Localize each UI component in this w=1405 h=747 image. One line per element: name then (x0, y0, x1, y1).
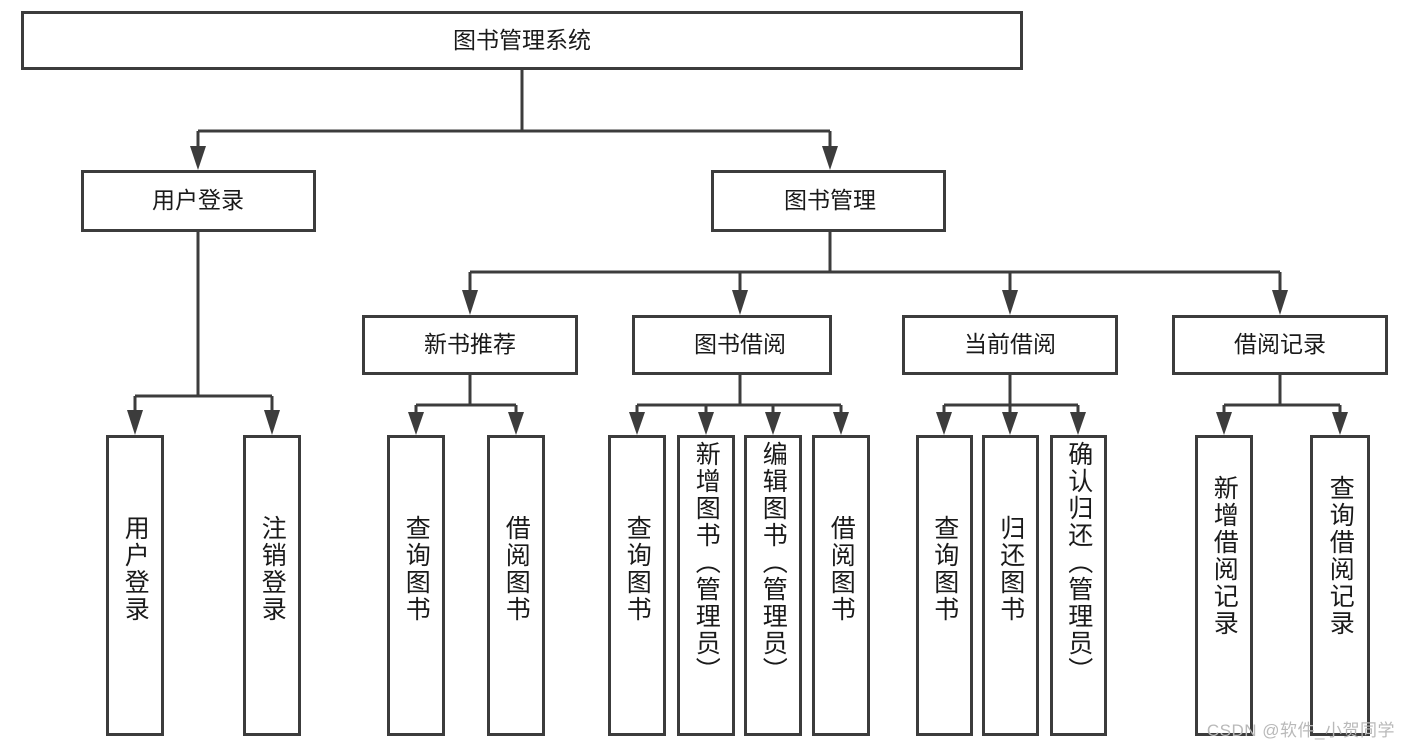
leaf-box-confirm-return[interactable] (1050, 435, 1107, 736)
label-book-management: 图书管理 (784, 187, 876, 213)
connector-userlogin-to-leaves (127, 232, 280, 435)
leaf-box-logout[interactable] (243, 435, 301, 736)
label-new-book-recommend: 新书推荐 (424, 331, 516, 357)
csdn-watermark: CSDN @软件_小贺同学 (1206, 721, 1395, 740)
node-box-current-borrow[interactable] (902, 315, 1118, 375)
leaf-box-borrow-book-2[interactable] (812, 435, 870, 736)
leaf-box-query-book-3[interactable] (916, 435, 973, 736)
leaf-box-query-book-2[interactable] (608, 435, 666, 736)
leaf-box-add-book[interactable] (677, 435, 735, 736)
connector-borrowrecord-to-leaves (1216, 375, 1348, 435)
connector-bookborrow-to-leaves (629, 375, 849, 435)
leaf-box-return-book[interactable] (982, 435, 1039, 736)
leaf-box-query-book-1[interactable] (387, 435, 445, 736)
node-box-user-login[interactable] (81, 170, 316, 232)
label-borrow-record: 借阅记录 (1234, 331, 1326, 357)
connector-currentborrow-to-leaves (936, 375, 1086, 435)
node-box-book-management[interactable] (711, 170, 946, 232)
label-user-login: 用户登录 (152, 187, 244, 213)
leaf-box-user-login[interactable] (106, 435, 164, 736)
leaf-box-borrow-book-1[interactable] (487, 435, 545, 736)
node-box-root[interactable] (21, 11, 1023, 70)
label-root: 图书管理系统 (453, 27, 591, 53)
node-box-book-borrow[interactable] (632, 315, 832, 375)
connector-root-to-level2 (190, 70, 838, 170)
leaf-box-query-record[interactable] (1310, 435, 1370, 736)
connector-bookmanagement-to-level3 (462, 232, 1288, 315)
connector-newbook-to-leaves (408, 375, 524, 435)
leaf-box-edit-book[interactable] (744, 435, 802, 736)
label-book-borrow: 图书借阅 (694, 331, 786, 357)
leaf-box-add-record[interactable] (1195, 435, 1253, 736)
node-box-borrow-record[interactable] (1172, 315, 1388, 375)
node-box-new-book-recommend[interactable] (362, 315, 578, 375)
label-current-borrow: 当前借阅 (964, 331, 1056, 357)
